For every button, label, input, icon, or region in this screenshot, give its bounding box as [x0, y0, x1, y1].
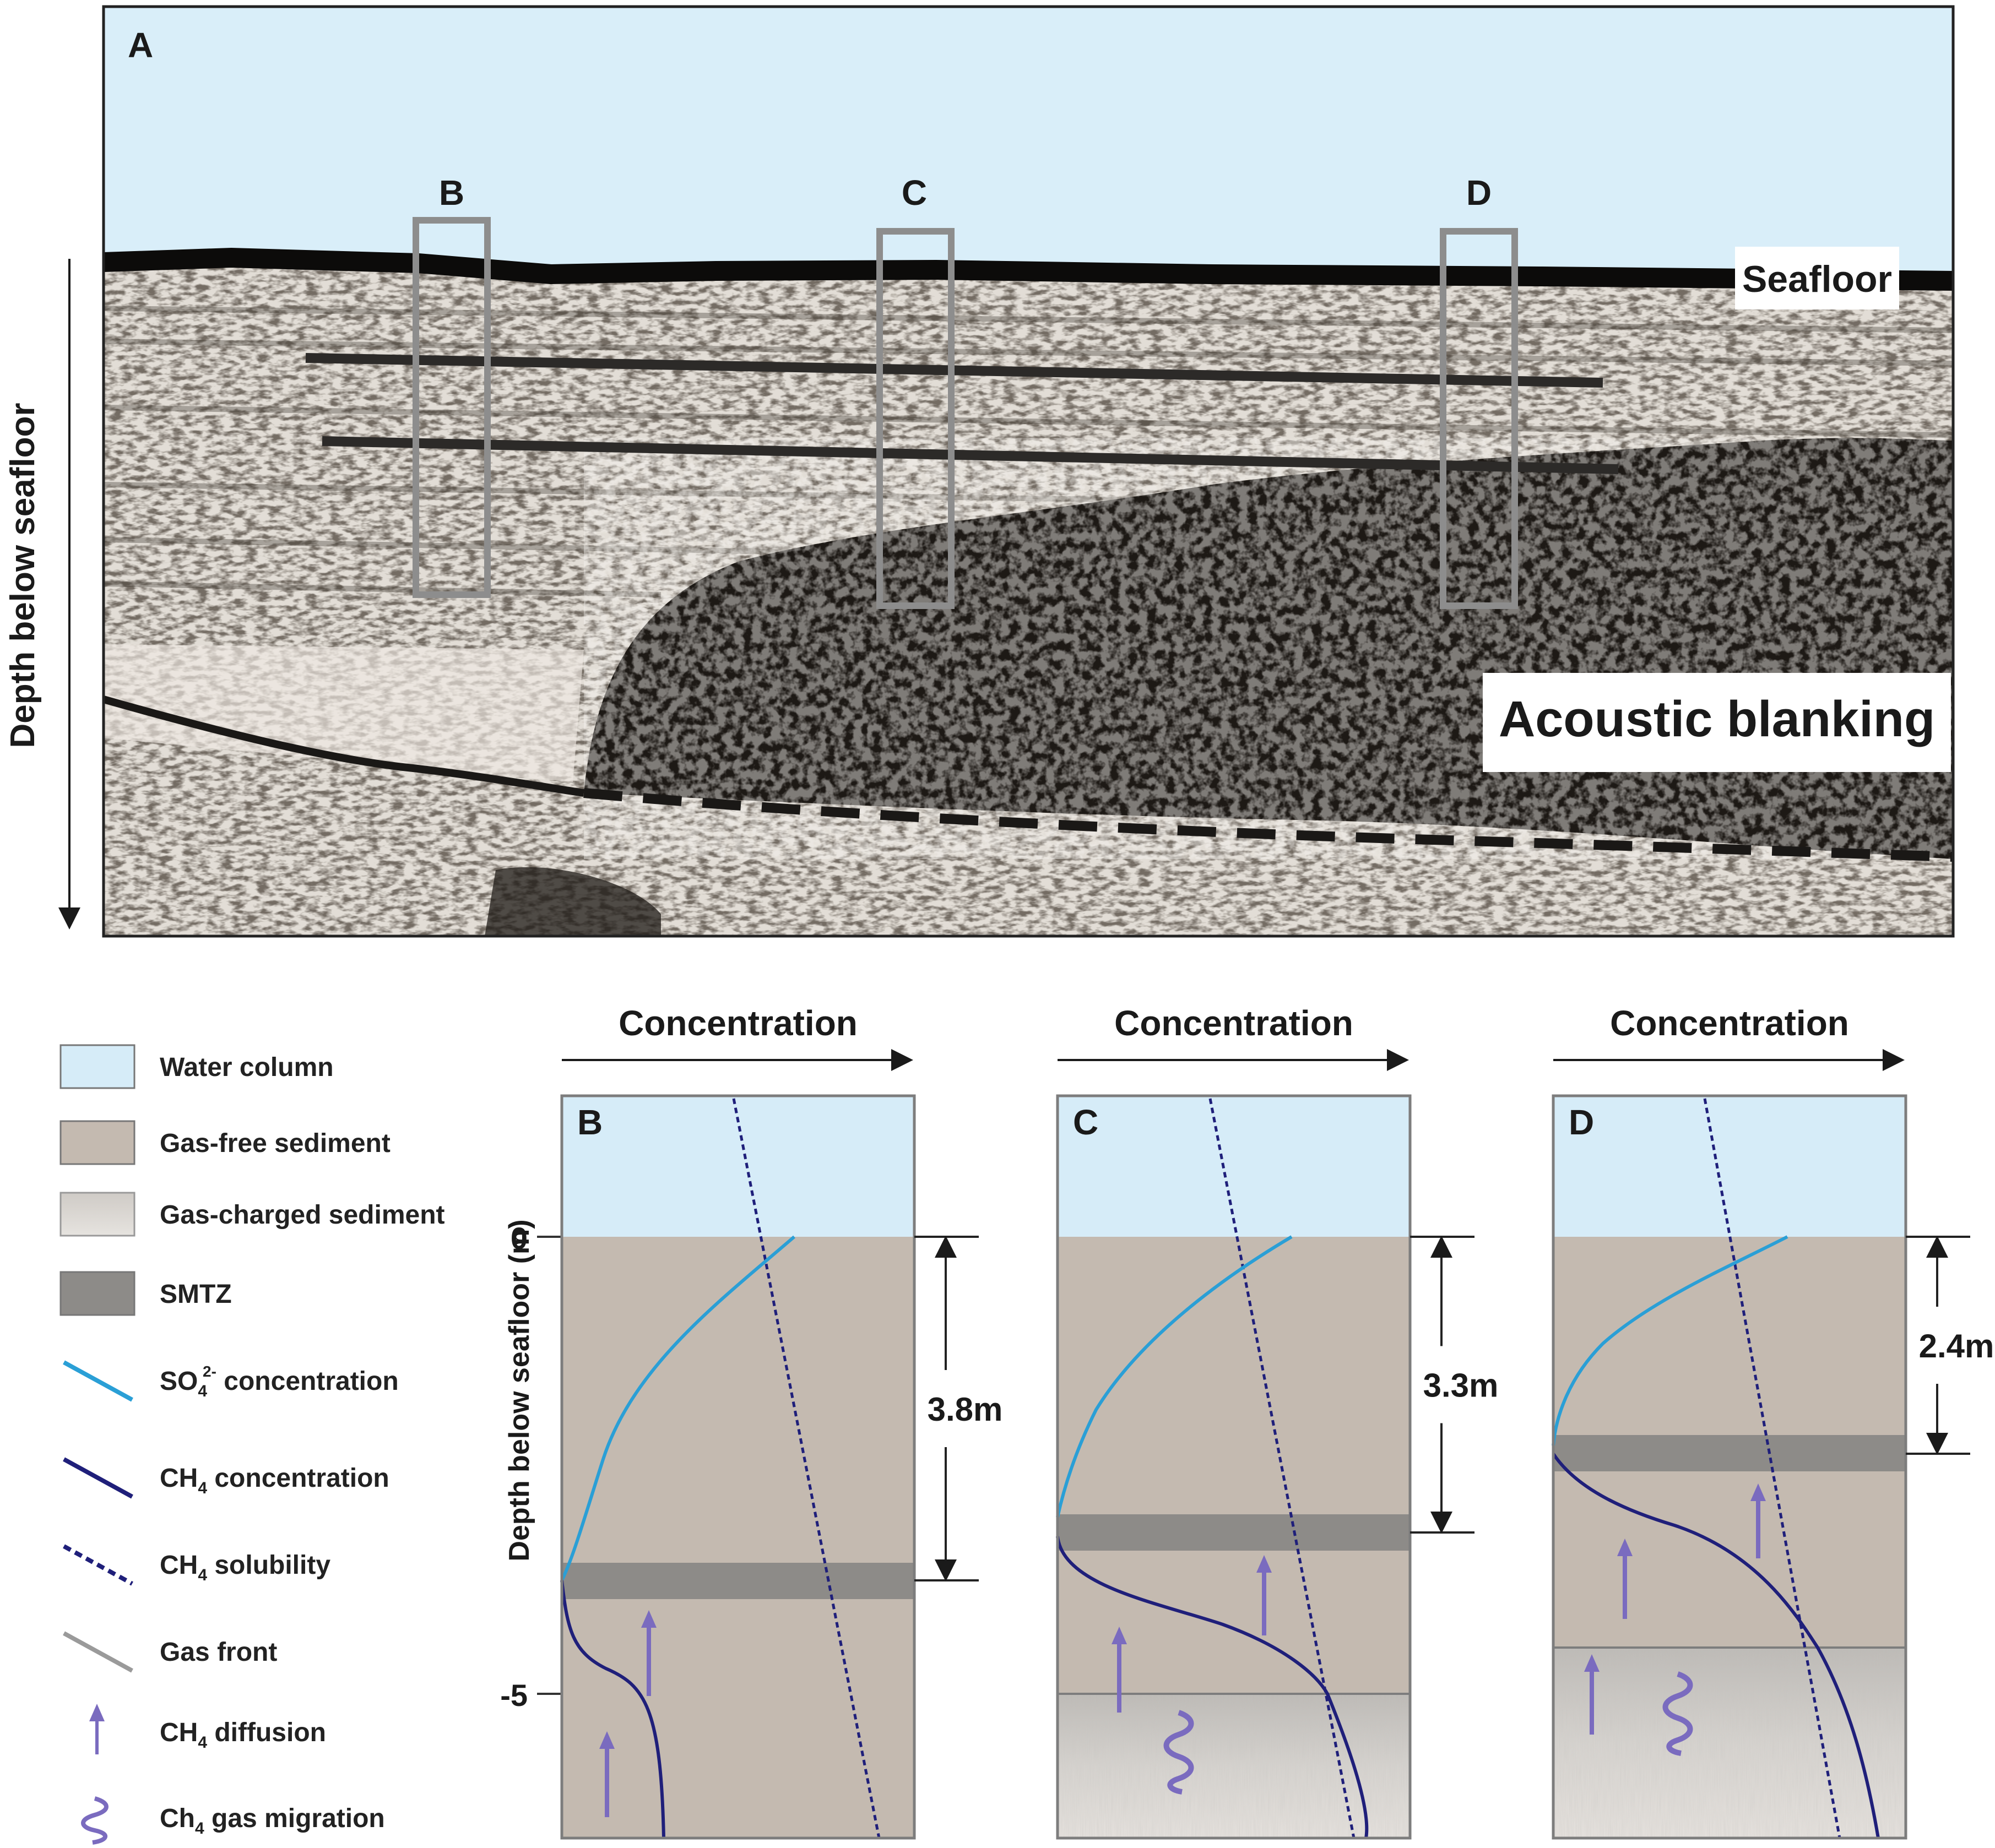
concentration-axis-label-c: Concentration	[1114, 1003, 1353, 1043]
water-column-d	[1553, 1096, 1906, 1237]
legend-label-1: Gas-free sediment	[160, 1129, 391, 1158]
legend-item-1: Gas-free sediment	[59, 1120, 391, 1165]
ch4-concentration-curve-b	[560, 1580, 665, 1839]
legend-label-5: CH4 concentration	[160, 1464, 389, 1497]
legend-item-0: Water column	[59, 1044, 334, 1089]
box-b-label: B	[439, 173, 464, 213]
box-c	[876, 228, 955, 609]
legend-item-2: Gas-charged sediment	[59, 1192, 445, 1237]
smtz-depth-label-d: 2.4m	[1919, 1328, 1994, 1365]
ch4-concentration-curve-d	[1552, 1453, 1880, 1839]
water-column-swatch	[59, 1044, 135, 1089]
concentration-axis-label-d: Concentration	[1610, 1003, 1849, 1043]
smtz-band-d	[1553, 1435, 1906, 1471]
gas-free-sediment-b	[562, 1237, 914, 1838]
box-d-label: D	[1466, 173, 1492, 213]
ch4-solubility-curve-b	[732, 1098, 881, 1839]
seafloor-label-box	[1735, 247, 1899, 309]
acoustic-blanking-label-box	[1483, 673, 1951, 772]
gas-migration-squiggle-icon	[1163, 1710, 1194, 1795]
ch4-diffusion-arrow-icon	[89, 1704, 105, 1754]
legend-item-4: SO42- concentration	[63, 1360, 399, 1402]
ch4-diffusion-arrow-icon	[1584, 1654, 1600, 1735]
so4-concentration-curve-b	[560, 1235, 795, 1581]
gas-migration-squiggle-icon	[81, 1796, 109, 1845]
legend-label-3: SMTZ	[160, 1280, 232, 1309]
horizon-line-lower	[322, 436, 1619, 474]
water-column-c	[1058, 1096, 1410, 1237]
legend-label-2: Gas-charged sediment	[160, 1200, 445, 1230]
ch4-diffusion-arrow-icon	[1750, 1483, 1766, 1558]
smtz-band-c	[1058, 1514, 1410, 1551]
profile-frame-b	[560, 1094, 916, 1840]
profiles-depth-axis-label: Depth below seafloor (m)	[503, 1219, 535, 1561]
ch4-concentration-curve-c	[1056, 1536, 1369, 1839]
seismic-profile-panel: A B C D Seafloor Acoustic blanking Depth…	[4, 5, 1955, 938]
profile-panel-label-d: D	[1569, 1102, 1594, 1142]
gas-front-line	[104, 695, 584, 797]
ch4-solubility-curve-c	[1208, 1098, 1356, 1839]
so4-concentration-curve-d	[1552, 1235, 1788, 1446]
profile-panel-label-b: B	[577, 1102, 603, 1142]
gas-migration-squiggle-icon	[1662, 1671, 1693, 1756]
legend-item-9: Ch4 gas migration	[81, 1796, 385, 1845]
panel-a-label: A	[128, 25, 153, 65]
panel-a-depth-axis-label: Depth below seafloor	[4, 403, 42, 748]
legend-label-9: Ch4 gas migration	[160, 1804, 385, 1838]
smtz-swatch	[59, 1271, 135, 1316]
ch4-diffusion-arrow-icon	[1112, 1627, 1127, 1713]
legend-item-8: CH4 diffusion	[89, 1704, 326, 1754]
gas-front-inferred-dashed-line	[583, 788, 1953, 862]
ch4-solubility-dashed-line	[63, 1544, 133, 1586]
gas-front-line	[63, 1631, 133, 1673]
legend-label-0: Water column	[160, 1053, 334, 1082]
legend-item-5: CH4 concentration	[63, 1457, 389, 1499]
ch4-diffusion-arrow-icon	[1617, 1539, 1633, 1619]
concentration-axis-label-b: Concentration	[619, 1003, 858, 1043]
profiles-tick-0: 0	[511, 1221, 528, 1255]
profile-frame-d	[1552, 1094, 1907, 1840]
ch4-diffusion-arrow-icon	[1256, 1555, 1272, 1635]
legend-label-7: Gas front	[160, 1638, 277, 1667]
so4-concentration-line	[63, 1360, 133, 1402]
box-d	[1440, 228, 1518, 609]
ch4-diffusion-arrow-icon	[641, 1610, 657, 1696]
profile-panel-label-c: C	[1073, 1102, 1098, 1142]
ch4-diffusion-arrow-icon	[599, 1731, 615, 1817]
ch4-concentration-line	[63, 1457, 133, 1499]
legend-item-6: CH4 solubility	[63, 1544, 330, 1586]
ch4-solubility-curve-d	[1703, 1098, 1841, 1839]
gas-free-sediment-swatch	[59, 1120, 135, 1165]
seafloor-label: Seafloor	[1742, 258, 1892, 300]
concentration-profiles: Depth below seafloor (m) 0 -5 Concentrat…	[500, 1003, 1994, 1840]
so4-concentration-curve-c	[1056, 1235, 1293, 1518]
legend-label-4: SO42- concentration	[160, 1363, 399, 1400]
legend-item-7: Gas front	[63, 1631, 277, 1673]
smtz-depth-label-c: 3.3m	[1423, 1367, 1499, 1404]
legend-item-3: SMTZ	[59, 1271, 232, 1316]
profiles-tick-minus-5: -5	[500, 1678, 528, 1713]
legend-label-6: CH4 solubility	[160, 1551, 330, 1584]
legend-label-8: CH4 diffusion	[160, 1718, 326, 1752]
acoustic-blanking-label: Acoustic blanking	[1499, 691, 1935, 747]
smtz-depth-label-b: 3.8m	[928, 1391, 1003, 1428]
box-c-label: C	[902, 173, 927, 213]
smtz-band-b	[562, 1563, 914, 1599]
profile-frame-c	[1056, 1094, 1412, 1840]
seafloor-reflector	[104, 247, 1953, 291]
box-b	[413, 217, 491, 598]
